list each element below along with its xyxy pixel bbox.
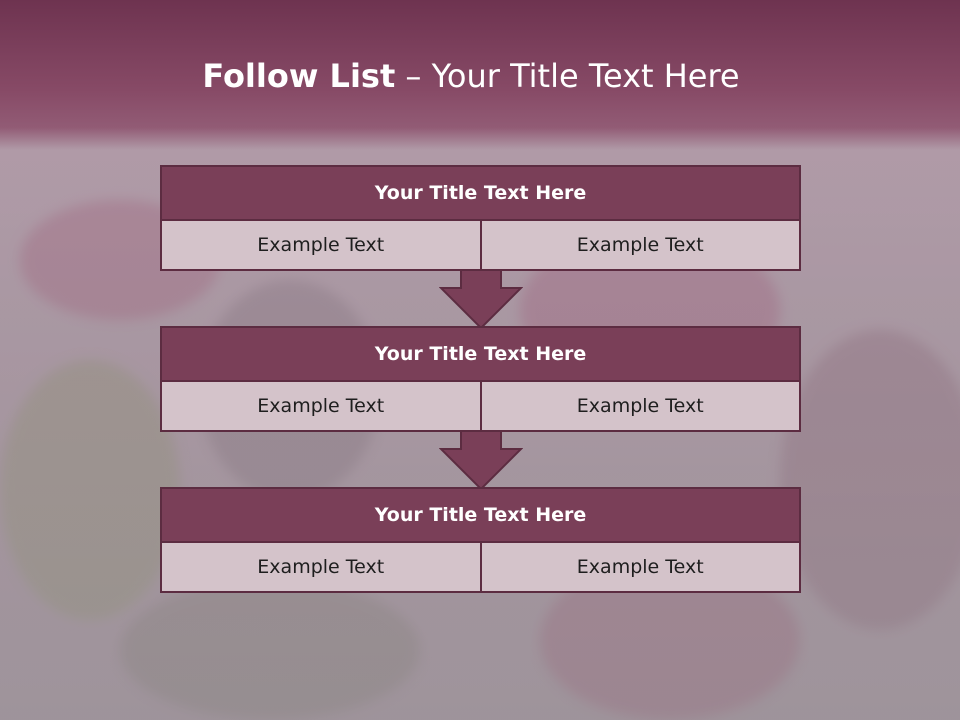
list-item: Your Title Text Here Example Text Exampl… xyxy=(160,165,801,271)
list-item-right-text: Example Text xyxy=(481,221,801,271)
slide-title: Follow List – Your Title Text Here xyxy=(0,56,942,96)
list-item-title: Your Title Text Here xyxy=(160,165,801,221)
list-item-title: Your Title Text Here xyxy=(160,326,801,382)
list-item-left-text: Example Text xyxy=(160,221,482,271)
slide-title-rest: – Your Title Text Here xyxy=(395,57,740,95)
slide-title-bold: Follow List xyxy=(202,57,396,95)
list-item: Your Title Text Here Example Text Exampl… xyxy=(160,326,801,432)
list-item-right-text: Example Text xyxy=(481,543,801,593)
down-arrow-icon xyxy=(439,431,523,491)
list-item-title: Your Title Text Here xyxy=(160,487,801,543)
header-band xyxy=(0,0,960,150)
list-item-right-text: Example Text xyxy=(481,382,801,432)
list-item-left-text: Example Text xyxy=(160,382,482,432)
list-item-left-text: Example Text xyxy=(160,543,482,593)
list-item: Your Title Text Here Example Text Exampl… xyxy=(160,487,801,593)
down-arrow-icon xyxy=(439,270,523,330)
